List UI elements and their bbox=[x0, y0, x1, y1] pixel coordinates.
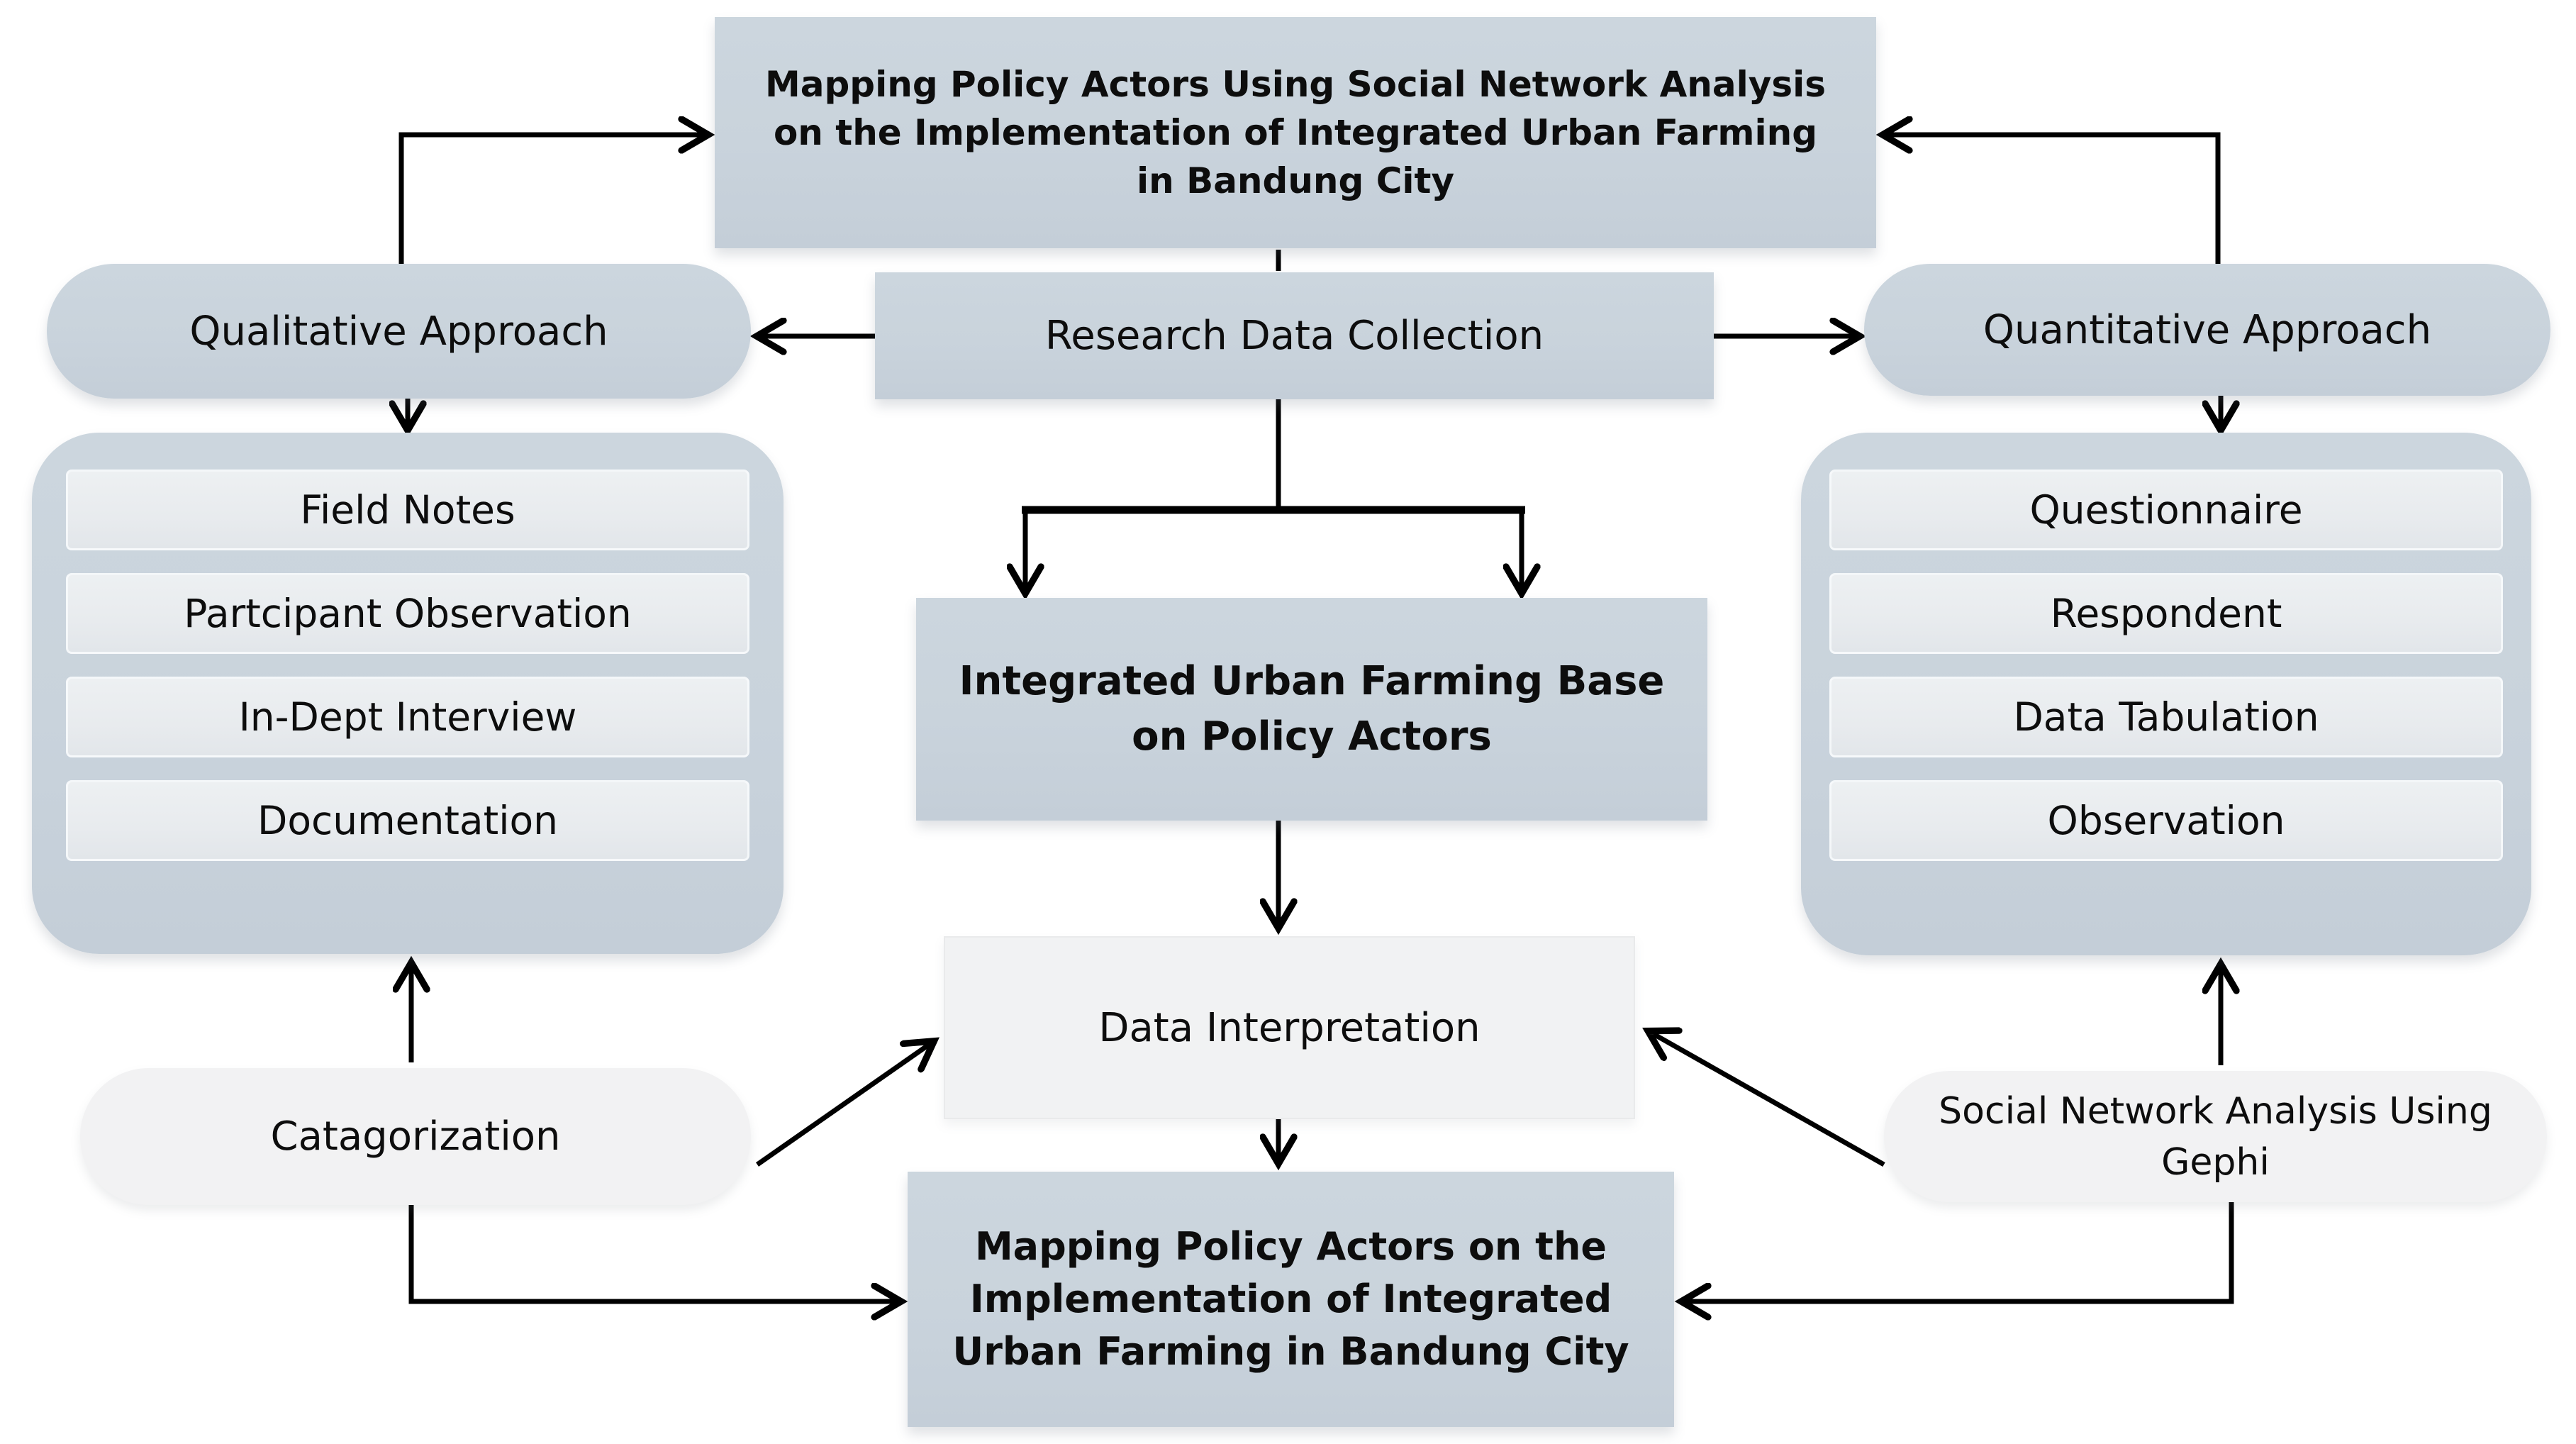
arrow-sna-to-data-interpretation bbox=[1654, 1034, 1885, 1167]
node-label: Catagorization bbox=[270, 1113, 561, 1160]
title-line: on the Implementation of Integrated Urba… bbox=[773, 112, 1818, 153]
node-label: Data Interpretation bbox=[1098, 1004, 1481, 1051]
node-title: Mapping Policy Actors Using Social Netwo… bbox=[715, 17, 1876, 248]
arrow-catagorization-to-mapping bbox=[408, 1205, 895, 1301]
node-data-interpretation: Data Interpretation bbox=[944, 936, 1635, 1119]
node-research-data-collection: Research Data Collection bbox=[875, 272, 1714, 399]
node-label: Qualitative Approach bbox=[189, 308, 608, 355]
node-label-line: Gephi bbox=[2161, 1140, 2270, 1184]
list-item-documentation: Documentation bbox=[66, 780, 749, 861]
arrow-qualitative-to-title bbox=[398, 135, 702, 264]
node-label-line: Urban Farming in Bandung City bbox=[952, 1329, 1629, 1374]
arrow-catagorization-to-data-interpretation bbox=[755, 1045, 929, 1167]
node-label-line: Integrated Urban Farming Base bbox=[959, 658, 1665, 704]
node-mapping-policy-actors: Mapping Policy Actors on the Implementat… bbox=[908, 1172, 1674, 1427]
list-item-label: Observation bbox=[2047, 798, 2285, 843]
title-line: in Bandung City bbox=[1136, 160, 1455, 201]
list-item-data-tabulation: Data Tabulation bbox=[1829, 677, 2503, 757]
arrow-quantitative-to-title bbox=[1889, 135, 2221, 264]
title-line: Mapping Policy Actors Using Social Netwo… bbox=[765, 64, 1826, 105]
list-item-label: Respondent bbox=[2050, 591, 2282, 636]
list-item-field-notes: Field Notes bbox=[66, 470, 749, 550]
node-label-line: Social Network Analysis Using bbox=[1939, 1089, 2492, 1133]
list-item-respondent: Respondent bbox=[1829, 573, 2503, 654]
node-label-line: Implementation of Integrated bbox=[969, 1277, 1612, 1321]
list-item-label: Partcipant Observation bbox=[184, 591, 632, 636]
list-item-questionnaire: Questionnaire bbox=[1829, 470, 2503, 550]
node-integrated-urban-farming: Integrated Urban Farming Base on Policy … bbox=[916, 598, 1707, 821]
list-item-label: Data Tabulation bbox=[2013, 694, 2319, 740]
node-label-line: on Policy Actors bbox=[1132, 713, 1492, 760]
list-item-label: Documentation bbox=[257, 798, 558, 843]
group-quantitative-methods: Questionnaire Respondent Data Tabulation… bbox=[1801, 433, 2531, 955]
list-item-in-dept-interview: In-Dept Interview bbox=[66, 677, 749, 757]
node-quantitative-approach: Quantitative Approach bbox=[1864, 264, 2550, 396]
node-catagorization: Catagorization bbox=[80, 1068, 751, 1205]
list-item-label: In-Dept Interview bbox=[238, 694, 577, 740]
node-label: Research Data Collection bbox=[1044, 313, 1544, 359]
group-qualitative-methods: Field Notes Partcipant Observation In-De… bbox=[32, 433, 784, 954]
list-item-label: Questionnaire bbox=[2029, 487, 2303, 533]
list-item-partcipant-observation: Partcipant Observation bbox=[66, 573, 749, 654]
node-social-network-analysis-gephi: Social Network Analysis Using Gephi bbox=[1884, 1071, 2547, 1202]
list-item-observation: Observation bbox=[1829, 780, 2503, 861]
node-label: Quantitative Approach bbox=[1983, 306, 2432, 353]
node-label-line: Mapping Policy Actors on the bbox=[974, 1224, 1607, 1269]
arrow-sna-to-mapping bbox=[1688, 1200, 2234, 1301]
node-qualitative-approach: Qualitative Approach bbox=[47, 264, 751, 399]
list-item-label: Field Notes bbox=[300, 487, 515, 533]
